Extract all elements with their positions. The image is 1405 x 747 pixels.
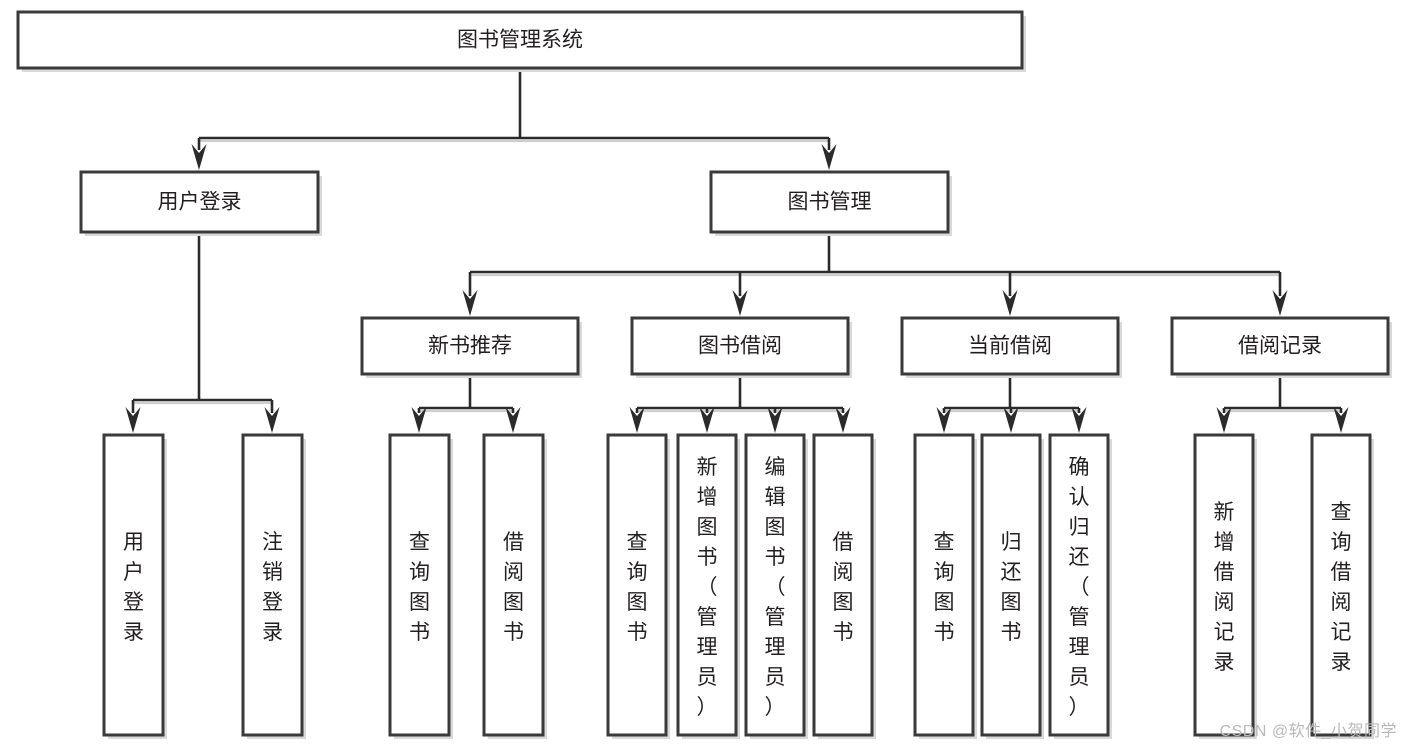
node-box[interactable] bbox=[1310, 433, 1372, 737]
connector-c-user-login bbox=[125, 232, 280, 433]
node-box[interactable] bbox=[744, 433, 806, 737]
node-box[interactable] bbox=[980, 433, 1042, 737]
node-box[interactable] bbox=[606, 433, 668, 737]
connector-c-book-manage bbox=[462, 232, 1288, 316]
node-box[interactable] bbox=[812, 433, 874, 737]
node-label: 编辑图书（管理员） bbox=[765, 456, 786, 719]
connector-c-current-borrow bbox=[936, 374, 1087, 433]
node-leaf-borrow-book-2[interactable]: 借阅图书 bbox=[812, 433, 876, 739]
node-box[interactable] bbox=[630, 316, 850, 376]
node-leaf-add-borrow-record[interactable]: 新增借阅记录 bbox=[1193, 433, 1257, 739]
node-label: 新增图书（管理员） bbox=[697, 456, 718, 719]
connector-layer bbox=[125, 68, 1349, 433]
node-label: 当前借阅 bbox=[968, 335, 1052, 358]
node-label: 查询图书 bbox=[627, 531, 648, 644]
node-borrow-record[interactable]: 借阅记录 bbox=[1170, 316, 1392, 378]
node-label: 借阅图书 bbox=[833, 531, 854, 644]
node-root[interactable]: 图书管理系统 bbox=[16, 10, 1026, 72]
connector-c-new-book bbox=[411, 374, 521, 433]
node-label: 查询借阅记录 bbox=[1331, 501, 1352, 674]
node-leaf-query-book-2[interactable]: 查询图书 bbox=[606, 433, 670, 739]
node-label: 新书推荐 bbox=[428, 335, 512, 358]
connector-c-book-borrow bbox=[629, 374, 851, 433]
node-leaf-user-login[interactable]: 用户登录 bbox=[102, 433, 167, 739]
node-label: 注销登录 bbox=[262, 531, 283, 644]
node-label: 用户登录 bbox=[158, 191, 242, 214]
node-label: 归还图书 bbox=[1001, 531, 1022, 644]
node-leaf-add-book-admin[interactable]: 新增图书（管理员） bbox=[676, 433, 740, 739]
node-label: 借阅记录 bbox=[1238, 335, 1322, 358]
node-layer: 图书管理系统用户登录图书管理新书推荐图书借阅当前借阅借阅记录用户登录注销登录查询… bbox=[16, 10, 1392, 739]
node-box[interactable] bbox=[913, 433, 975, 737]
node-leaf-confirm-return-admin[interactable]: 确认归还（管理员） bbox=[1048, 433, 1112, 739]
node-leaf-query-borrow-record[interactable]: 查询借阅记录 bbox=[1310, 433, 1374, 739]
node-box[interactable] bbox=[676, 433, 738, 737]
connector-c-root bbox=[191, 68, 837, 170]
node-leaf-logout-login[interactable]: 注销登录 bbox=[241, 433, 306, 739]
node-label: 图书管理 bbox=[788, 191, 872, 214]
node-label: 用户登录 bbox=[123, 531, 144, 644]
node-box[interactable] bbox=[900, 316, 1120, 376]
node-leaf-borrow-book-1[interactable]: 借阅图书 bbox=[482, 433, 547, 739]
node-leaf-return-book[interactable]: 归还图书 bbox=[980, 433, 1044, 739]
node-label: 新增借阅记录 bbox=[1214, 501, 1235, 674]
node-box[interactable] bbox=[79, 170, 320, 234]
node-box[interactable] bbox=[1048, 433, 1110, 737]
node-label: 确认归还（管理员） bbox=[1069, 456, 1090, 719]
node-leaf-query-book-3[interactable]: 查询图书 bbox=[913, 433, 977, 739]
node-box[interactable] bbox=[360, 316, 580, 376]
node-label: 借阅图书 bbox=[503, 531, 524, 644]
node-box[interactable] bbox=[1193, 433, 1255, 737]
node-leaf-edit-book-admin[interactable]: 编辑图书（管理员） bbox=[744, 433, 808, 739]
node-box[interactable] bbox=[482, 433, 545, 737]
node-new-book-recommend[interactable]: 新书推荐 bbox=[360, 316, 582, 378]
node-label: 图书管理系统 bbox=[457, 29, 583, 52]
node-user-login[interactable]: 用户登录 bbox=[79, 170, 322, 236]
node-current-borrow[interactable]: 当前借阅 bbox=[900, 316, 1122, 378]
node-label: 查询图书 bbox=[934, 531, 955, 644]
node-box[interactable] bbox=[1170, 316, 1390, 376]
node-label: 查询图书 bbox=[409, 531, 430, 644]
node-box[interactable] bbox=[16, 10, 1024, 70]
node-box[interactable] bbox=[241, 433, 304, 737]
connector-c-borrow-record bbox=[1216, 374, 1349, 433]
node-book-borrow[interactable]: 图书借阅 bbox=[630, 316, 852, 378]
node-box[interactable] bbox=[102, 433, 165, 737]
node-leaf-query-book-1[interactable]: 查询图书 bbox=[388, 433, 453, 739]
node-box[interactable] bbox=[709, 170, 950, 234]
node-box[interactable] bbox=[388, 433, 451, 737]
node-book-manage[interactable]: 图书管理 bbox=[709, 170, 952, 236]
node-label: 图书借阅 bbox=[698, 335, 782, 358]
